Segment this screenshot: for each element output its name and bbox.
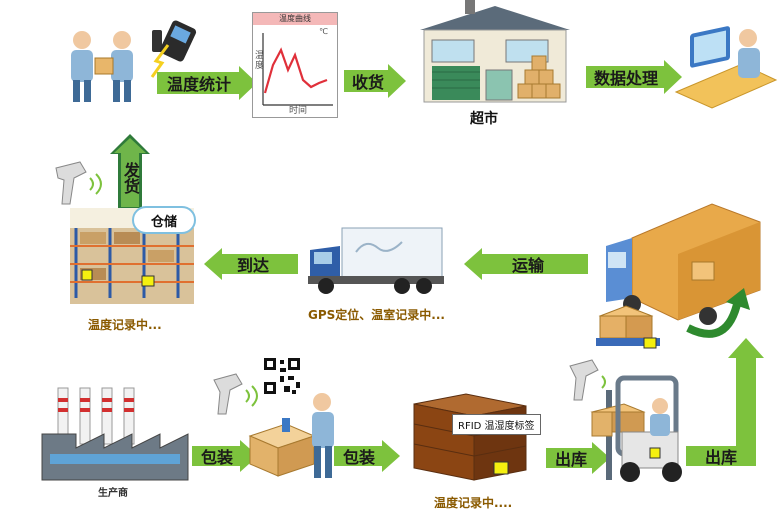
arrow-label-transport: 运输 bbox=[511, 256, 544, 275]
arrow-label-outbound-2: 出库 bbox=[704, 448, 737, 467]
arrow-pack-1 bbox=[192, 440, 258, 472]
stacked-cartons-illustration bbox=[413, 393, 527, 481]
arrow-temperature-stats bbox=[157, 66, 257, 100]
temperature-curve-chart bbox=[262, 33, 333, 106]
arrow-pack-2 bbox=[334, 440, 400, 472]
handover-people-illustration bbox=[71, 30, 162, 102]
rfid-tag-label: RFID 温湿度标签 bbox=[452, 414, 541, 435]
boxes-caption: 温度记录中.... bbox=[434, 496, 513, 510]
arrow-label-outbound-1: 出库 bbox=[554, 450, 587, 469]
delivery-truck-illustration bbox=[596, 203, 761, 349]
arrow-transport bbox=[464, 248, 588, 280]
factory-illustration bbox=[41, 387, 189, 481]
computer-operator-illustration bbox=[674, 26, 778, 109]
arrow-arrive bbox=[204, 248, 298, 280]
chart-xlabel: 时间 bbox=[289, 106, 308, 116]
warehouse-caption: 温度记录中... bbox=[88, 318, 162, 332]
arrow-label-pack-2: 包装 bbox=[342, 448, 375, 467]
chart-title: 温度曲线 bbox=[253, 13, 337, 25]
refrigerated-truck-illustration bbox=[308, 227, 444, 294]
chart-ylabel: 温度 bbox=[255, 51, 265, 71]
chart-unit: ℃ bbox=[319, 27, 328, 36]
arrow-data-processing bbox=[586, 60, 682, 94]
arrow-label-ship: 发货 bbox=[121, 162, 140, 194]
barcode-scanner-icon bbox=[55, 161, 102, 205]
arrow-label-arrive: 到达 bbox=[236, 256, 269, 275]
temperature-chart-panel: 温度曲线 ℃ 温度 时间 bbox=[252, 12, 338, 118]
arrow-label-receive-goods: 收货 bbox=[351, 73, 384, 92]
arrow-receive-goods bbox=[344, 64, 406, 98]
qr-code-icon bbox=[262, 356, 302, 396]
supermarket-building-illustration bbox=[420, 0, 570, 103]
warehouse-label: 仓储 bbox=[132, 206, 196, 234]
arrow-label-data-processing: 数据处理 bbox=[593, 69, 658, 88]
handheld-scanner-icon bbox=[150, 20, 197, 78]
producer-label: 生产商 bbox=[98, 488, 128, 499]
truck-caption: GPS定位、温室记录中... bbox=[308, 308, 445, 322]
supermarket-label: 超市 bbox=[470, 111, 498, 127]
forklift-illustration bbox=[569, 359, 682, 482]
arrow-label-pack-1: 包装 bbox=[200, 448, 233, 467]
arrow-label-temperature-stats: 温度统计 bbox=[166, 75, 231, 94]
arrow-outbound-1 bbox=[546, 442, 610, 474]
packing-scan-illustration bbox=[213, 373, 334, 478]
arrow-outbound-2 bbox=[686, 338, 764, 466]
arrow-ship-up bbox=[110, 134, 150, 210]
